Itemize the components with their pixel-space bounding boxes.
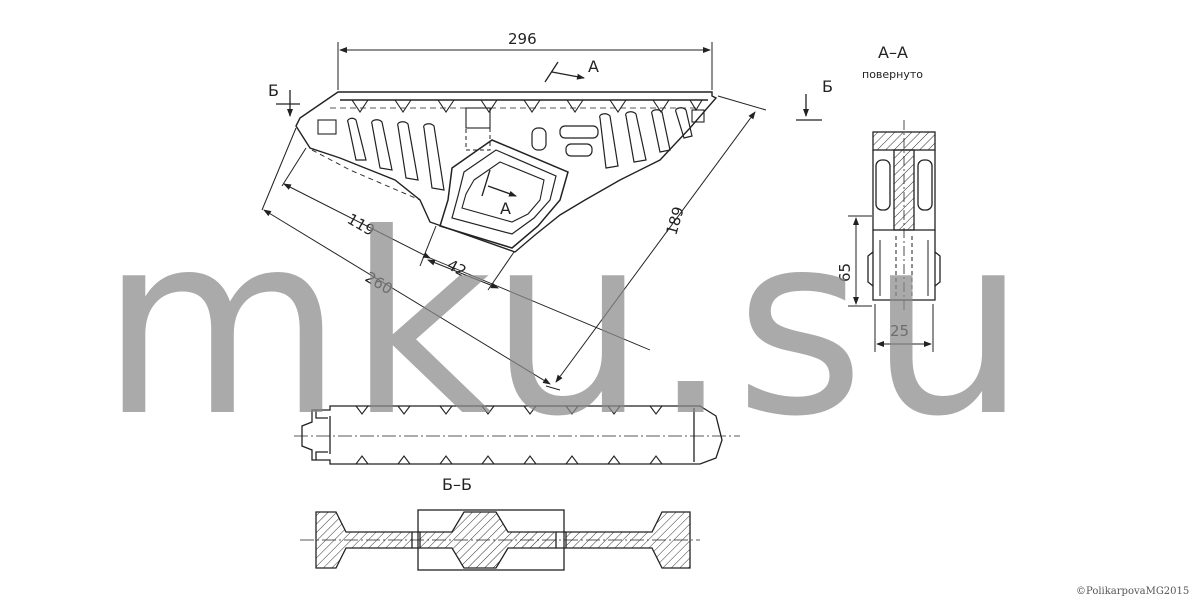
section-aa-note: повернуто [862,68,923,81]
copyright-text: ©PolikarpovaMG2015 [1076,586,1189,597]
cut-a-label-top: А [588,57,599,76]
ribs [347,107,693,191]
dim-296 [337,42,713,90]
watermark-text: mku.su [100,180,1031,471]
cut-b-left [276,90,300,117]
cut-a-label-mid: А [500,199,511,218]
dim-296-label: 296 [508,30,537,48]
dim-25-label: 25 [890,322,909,340]
section-aa-title: А–А [878,43,908,62]
cut-b-right [796,94,822,121]
plan-view [294,405,740,465]
section-bb-title: Б–Б [442,475,472,494]
dim-189 [545,95,767,391]
cut-a-mid [481,169,517,197]
section-aa-view [867,120,941,312]
dim-65 [848,215,872,307]
dim-25 [874,304,934,352]
cut-b-label-left: Б [268,81,279,100]
dim-65-label: 65 [836,263,854,282]
dim-42 [427,259,499,289]
teeth-row [351,99,703,113]
cut-a-top [544,61,585,83]
cut-b-label-right: Б [822,77,833,96]
section-bb-view [300,509,700,571]
